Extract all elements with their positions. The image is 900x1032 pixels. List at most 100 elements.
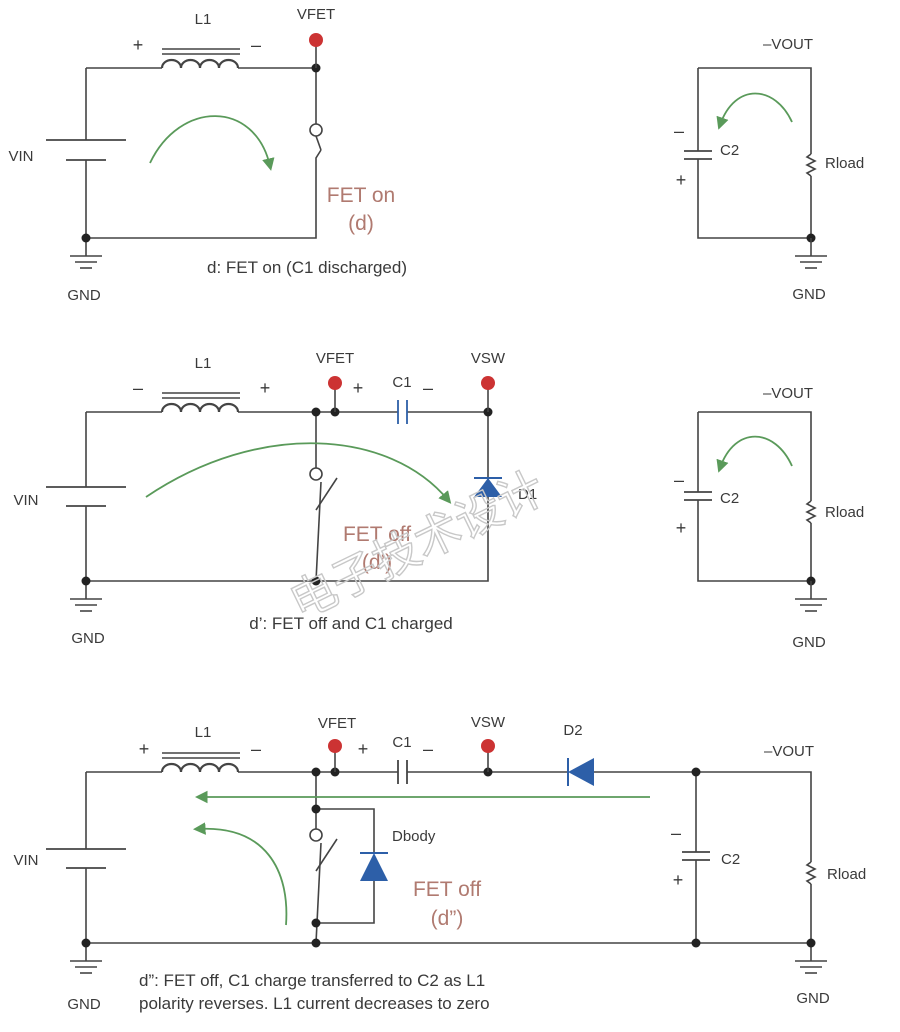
vfet-label: VFET [316, 350, 354, 367]
rload-label: Rload [827, 866, 866, 883]
caption: d’: FET off and C1 charged [249, 614, 453, 633]
current-flow-arrow [149, 115, 275, 171]
inductor-l1 [160, 762, 240, 773]
current-flow-arrow [145, 442, 452, 504]
c2-plus: + [676, 518, 687, 538]
junction-dot [311, 804, 321, 814]
state-sublabel: (d) [348, 212, 374, 235]
l1-label: L1 [195, 724, 212, 741]
gnd-label: GND [71, 630, 105, 647]
l1-minus: – [133, 378, 143, 398]
fet-switch-closed [315, 135, 322, 151]
vfet-probe-icon [328, 739, 342, 753]
state-label: FET off [413, 878, 481, 901]
c2-plus: + [676, 170, 687, 190]
fet-switch-open [315, 477, 338, 511]
rload-resistor [805, 153, 817, 177]
fet-switch-open [315, 838, 338, 872]
junction-dot [806, 938, 816, 948]
junction-dot [81, 576, 91, 586]
junction-dot [691, 938, 701, 948]
d2-label: D2 [563, 722, 582, 739]
fet-switch-contact [309, 828, 323, 842]
current-flow-arrow [192, 822, 288, 926]
vsw-probe-icon [481, 739, 495, 753]
c2-label: C2 [720, 490, 739, 507]
l1-label: L1 [195, 11, 212, 28]
current-flow-arrow [716, 435, 793, 473]
rload-resistor [805, 861, 817, 885]
panel-d-prime-output: –VOUT C2 Rload – + GND [674, 385, 864, 651]
rload-resistor [805, 500, 817, 524]
c1-plus: + [358, 739, 369, 759]
c2-minus: – [674, 470, 684, 490]
vfet-probe-icon [309, 33, 323, 47]
state-sublabel: (d”) [431, 907, 464, 930]
l1-plus: + [260, 378, 271, 398]
c2-label: C2 [721, 851, 740, 868]
c1-minus: – [423, 378, 433, 398]
c1-label: C1 [392, 734, 411, 751]
output-wires [697, 67, 812, 239]
vfet-probe-icon [328, 376, 342, 390]
panel-d: L1 + – VFET VIN GND FET on (d) d: FET on… [8, 6, 407, 304]
c2-minus: – [671, 823, 681, 843]
vfet-label: VFET [318, 715, 356, 732]
vsw-probe-icon [481, 376, 495, 390]
fet-switch-contact [309, 123, 323, 137]
junction-dot [311, 767, 321, 777]
junction-dot [311, 407, 321, 417]
panel-d-double-prime: L1 + – VFET + C1 – VSW D2 –VOUT Dbody – … [13, 714, 866, 1013]
dbody-label: Dbody [392, 828, 436, 845]
junction-dot [311, 938, 321, 948]
panel-d-wires [85, 67, 322, 239]
vin-label: VIN [8, 148, 33, 165]
vout-label: –VOUT [763, 36, 813, 53]
vout-label: –VOUT [764, 743, 814, 760]
dbody-diode-icon [360, 853, 388, 881]
gnd-label: GND [67, 287, 101, 304]
c1-minus: – [423, 739, 433, 759]
l1-minus: – [251, 739, 261, 759]
junction-dot [81, 938, 91, 948]
gnd-label: GND [792, 634, 826, 651]
l1-plus: + [139, 739, 150, 759]
current-flow-arrow [716, 92, 793, 130]
vin-label: VIN [13, 492, 38, 509]
junction-dot [311, 576, 321, 586]
gnd-label: GND [796, 990, 830, 1007]
vin-label: VIN [13, 852, 38, 869]
gnd-label: GND [792, 286, 826, 303]
junction-dot [691, 767, 701, 777]
d1-label: D1 [518, 486, 537, 503]
junction-dot [311, 918, 321, 928]
state-sublabel: (d’) [362, 551, 392, 574]
inductor-l1 [160, 402, 240, 413]
l1-minus: – [251, 35, 261, 55]
c1-label: C1 [392, 374, 411, 391]
c1-plus: + [353, 378, 364, 398]
panel-d-output: –VOUT C2 Rload – + GND [674, 36, 864, 303]
rload-label: Rload [825, 155, 864, 172]
caption-line-2: polarity reverses. L1 current decreases … [139, 994, 490, 1013]
c2-plus: + [673, 870, 684, 890]
inductor-l1 [160, 58, 240, 69]
d1-diode-icon [474, 478, 502, 497]
fet-switch-contact [309, 467, 323, 481]
vout-label: –VOUT [763, 385, 813, 402]
junction-dot [81, 233, 91, 243]
l1-plus: + [133, 35, 144, 55]
panel-d-prime: L1 – + VFET + C1 – VSW D1 VIN GND FET of… [13, 350, 537, 647]
l1-label: L1 [195, 355, 212, 372]
state-label: FET on [327, 184, 395, 207]
caption-line-1: d”: FET off, C1 charge transferred to C2… [139, 971, 485, 990]
vsw-label: VSW [471, 714, 506, 731]
state-label: FET off [343, 523, 411, 546]
gnd-label: GND [67, 996, 101, 1013]
vfet-label: VFET [297, 6, 335, 23]
caption: d: FET on (C1 discharged) [207, 258, 407, 277]
c2-minus: – [674, 121, 684, 141]
watermark-text: 电子技术设计 [281, 460, 553, 630]
d2-diode-icon [568, 758, 594, 786]
